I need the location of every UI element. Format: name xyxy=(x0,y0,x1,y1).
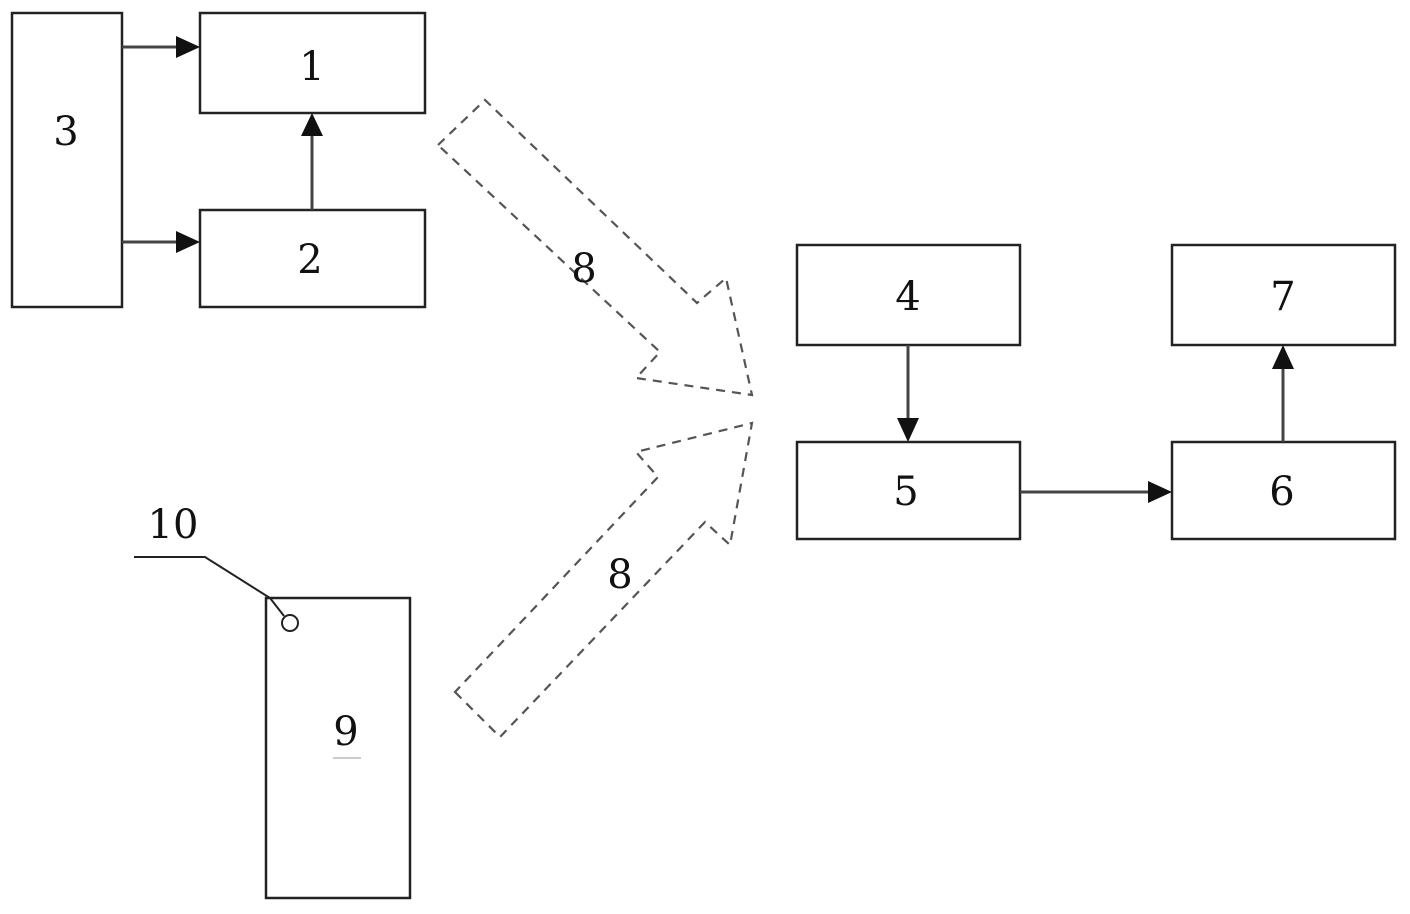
transmission-arrow-upper-label: 8 xyxy=(571,246,596,292)
block-4-label: 4 xyxy=(895,274,920,320)
block-7-label: 7 xyxy=(1270,274,1295,320)
arrow-5-to-6 xyxy=(1020,481,1172,503)
block-2-label: 2 xyxy=(297,237,322,283)
arrow-4-to-5 xyxy=(897,345,919,442)
block-9-label: 9 xyxy=(333,709,358,755)
block-3 xyxy=(12,13,122,307)
transmission-arrow-lower-label: 8 xyxy=(607,552,632,598)
arrow-2-to-1 xyxy=(301,113,323,210)
block-6-label: 6 xyxy=(1269,469,1294,515)
block-5-label: 5 xyxy=(893,469,918,515)
arrow-3-to-1 xyxy=(122,36,200,58)
component-10-label: 10 xyxy=(148,502,199,548)
arrow-3-to-2 xyxy=(122,231,200,253)
block-1-label: 1 xyxy=(299,44,324,90)
component-10-leader-line xyxy=(134,557,284,616)
arrow-6-to-7 xyxy=(1272,345,1294,442)
transmission-arrow-lower xyxy=(455,423,752,737)
block-3-label: 3 xyxy=(53,109,78,155)
